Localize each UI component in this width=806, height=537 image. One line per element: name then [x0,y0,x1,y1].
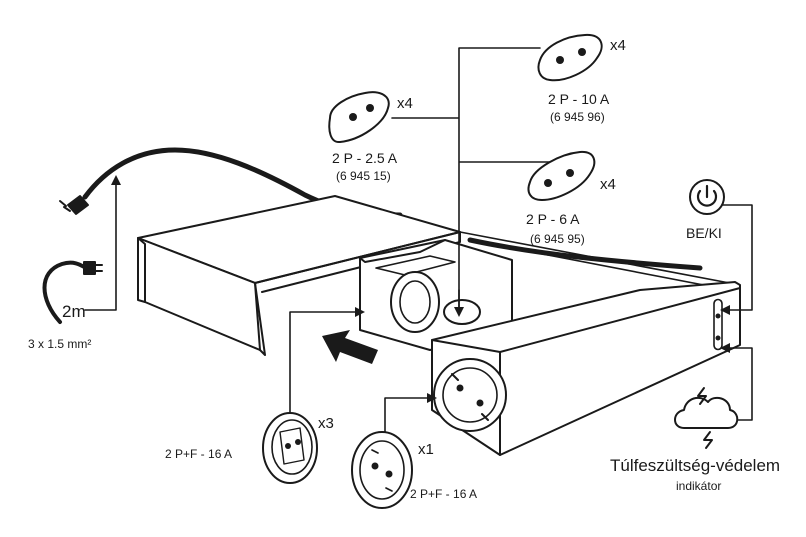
cord-plug-top [59,195,89,215]
coiled-cord [42,260,88,324]
plug-6a-qty: x4 [600,176,616,193]
plug-2p-6a [527,150,596,201]
cable-length-arrow [84,175,121,311]
socket-x1-qty: x1 [418,441,434,458]
surge-callout-line [720,343,753,421]
socket-insert-x3 [262,412,318,484]
plug-2-5a-rating: 2 P - 2.5 A [332,150,398,166]
plug-10a-code: (6 945 96) [550,110,605,124]
socket-x1-rating: 2 P+F - 16 A [410,487,477,501]
storm-cloud-icon [674,387,739,449]
cord-plug-left [83,261,103,275]
cable-length-label: 2m [62,302,86,321]
plug-2-5a-qty: x4 [397,95,413,112]
plug-6a-rating: 2 P - 6 A [526,211,580,227]
socket-insert-x1 [351,431,413,509]
insert-arrow [322,330,378,364]
plug-tree-lines [391,47,561,313]
cable-section-label: 3 x 1.5 mm² [28,337,91,351]
power-icon [689,179,725,215]
box-body [359,231,741,456]
plug-2-5a-code: (6 945 15) [336,169,391,183]
plug-2p-10a [537,33,603,82]
plug-2p-2-5a [328,91,390,144]
switch-callout-line [719,204,753,315]
power-switch-label: BE/KI [686,225,722,241]
socket-x3-qty: x3 [318,415,334,432]
socket-x3-rating: 2 P+F - 16 A [165,447,232,461]
socket-x3-line [289,307,365,421]
plug-10a-rating: 2 P - 10 A [548,91,610,107]
plug-10a-qty: x4 [610,37,626,54]
surge-subtitle: indikátor [676,479,721,493]
plug-6a-code: (6 945 95) [530,232,585,246]
surge-title: Túlfeszültség-védelem [610,456,780,475]
